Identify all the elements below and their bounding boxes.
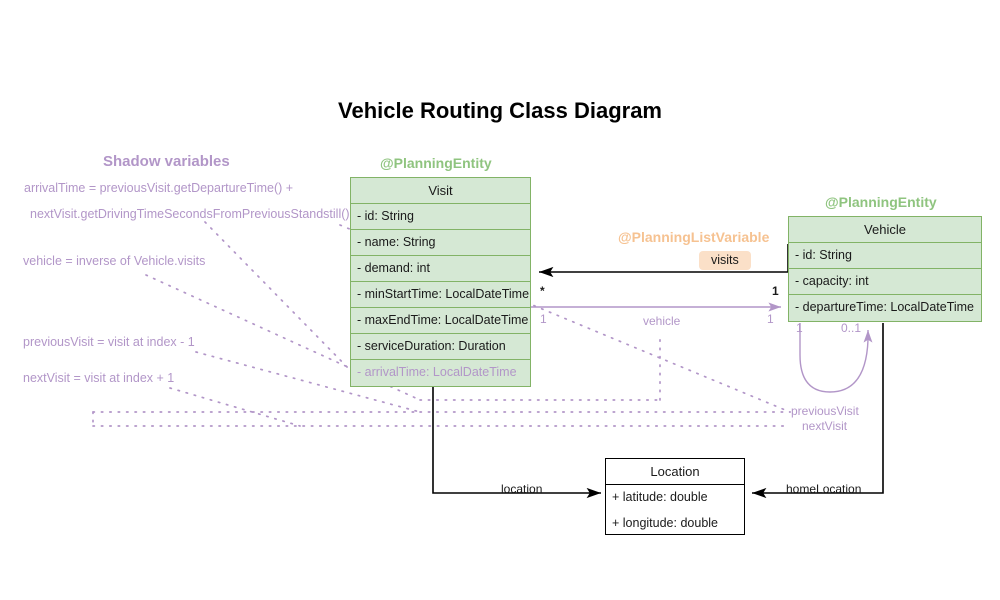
class-attr-visit-service-duration: - serviceDuration: Duration [351, 334, 530, 360]
class-attr-visit-arrival-time: - arrivalTime: LocalDateTime [357, 365, 517, 379]
shadow-variable-vehicle: vehicle = inverse of Vehicle.visits [23, 254, 206, 268]
class-attr-visit-demand: - demand: int [351, 256, 530, 282]
relation-label-vehicle: vehicle [643, 314, 681, 328]
multiplicity-vehicle-left-one: 1 [540, 312, 547, 326]
class-attr-visit-min-start-time: - minStartTime: LocalDateTime [351, 282, 530, 308]
multiplicity-self-loop-one: 1 [796, 321, 803, 335]
shadow-variable-previous-visit: previousVisit = visit at index - 1 [23, 335, 195, 349]
class-name-vehicle: Vehicle [789, 217, 981, 243]
edge-vehicle-self-loop [799, 323, 873, 393]
stereotype-vehicle-planning-entity: @PlanningEntity [825, 194, 937, 210]
shadow-variable-next-visit: nextVisit = visit at index + 1 [23, 371, 175, 385]
multiplicity-self-loop-zero-one: 0..1 [841, 321, 862, 335]
shadow-variable-arrival-time-line2: nextVisit.getDrivingTimeSecondsFromPrevi… [30, 207, 350, 221]
class-box-location: Location + latitude: double + longitude:… [605, 458, 745, 535]
relation-label-home-location: homeLocation [786, 482, 862, 496]
relation-label-previous-visit: previousVisit [791, 404, 859, 418]
class-attr-location-longitude: + longitude: double [612, 516, 718, 530]
edge-location [432, 385, 601, 499]
class-attr-visit-id: - id: String [351, 204, 530, 230]
class-attr-location-latitude: + latitude: double [612, 490, 708, 504]
edge-home-location [752, 323, 884, 499]
multiplicity-vehicle-right-one: 1 [767, 312, 774, 326]
class-box-visit: Visit - id: String - name: String - dema… [350, 177, 531, 387]
shadow-leader-lines [92, 221, 791, 427]
page-title: Vehicle Routing Class Diagram [338, 98, 662, 123]
class-attr-visit-max-end-time: - maxEndTime: LocalDateTime [351, 308, 530, 334]
class-attr-vehicle-id: - id: String [789, 243, 981, 269]
multiplicity-visits-one: 1 [772, 284, 779, 298]
class-attr-vehicle-capacity: - capacity: int [789, 269, 981, 295]
class-name-visit: Visit [351, 178, 530, 204]
relation-badge-visits: visits [699, 251, 751, 270]
relation-label-location: location [501, 482, 543, 496]
stereotype-planning-list-variable: @PlanningListVariable [618, 229, 770, 245]
class-attr-vehicle-departure-time: - departureTime: LocalDateTime [795, 300, 975, 314]
class-attr-visit-name: - name: String [351, 230, 530, 256]
shadow-variables-title: Shadow variables [103, 153, 230, 170]
class-name-location: Location [606, 459, 744, 485]
shadow-variable-arrival-time-line1: arrivalTime = previousVisit.getDeparture… [24, 181, 294, 195]
stereotype-visit-planning-entity: @PlanningEntity [380, 155, 492, 171]
relation-label-next-visit: nextVisit [802, 419, 848, 433]
multiplicity-visits-star: * [540, 284, 545, 298]
class-box-vehicle: Vehicle - id: String - capacity: int - d… [788, 216, 982, 322]
